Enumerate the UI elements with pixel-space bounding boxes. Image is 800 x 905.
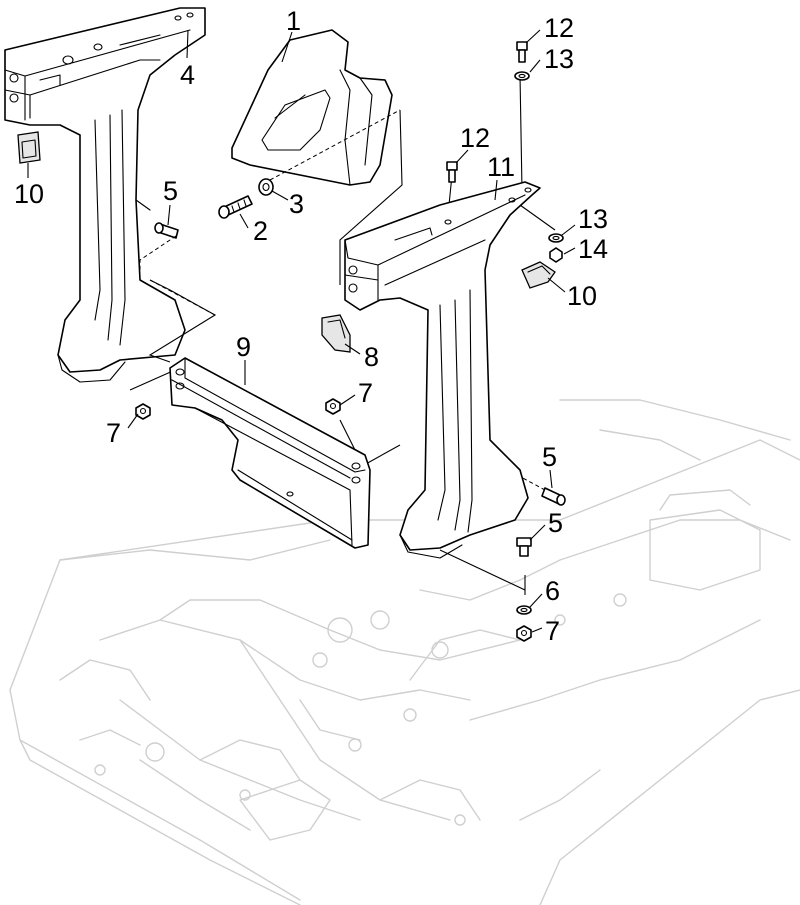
callout-4: 4 <box>180 60 195 90</box>
callout-13-upper: 13 <box>544 44 574 74</box>
part-5-bolt-right-upper <box>541 487 566 506</box>
floor-pan-ghost <box>9 399 800 905</box>
part-13-washer-upper <box>514 71 530 81</box>
callout-7-left: 7 <box>106 418 121 448</box>
callout-2: 2 <box>253 216 268 246</box>
callout-14: 14 <box>578 234 608 264</box>
part-7-nut-right <box>516 625 532 642</box>
callout-1: 1 <box>286 6 301 36</box>
part-10-right-clip <box>521 261 556 289</box>
callout-7-right: 7 <box>545 616 560 646</box>
callout-12-upper: 12 <box>544 13 574 43</box>
part-9-cross-member <box>169 357 371 549</box>
callout-3: 3 <box>289 189 304 219</box>
callout-8: 8 <box>364 342 379 372</box>
part-11-right-stand <box>344 181 541 559</box>
part-13-washer-lower <box>548 233 564 243</box>
callout-12-lower: 12 <box>460 123 490 153</box>
callout-9: 9 <box>236 332 251 362</box>
part-12-bolt-lower <box>446 161 458 183</box>
callout-10-left: 10 <box>14 179 44 209</box>
callout-10-right: 10 <box>567 281 597 311</box>
callout-5-upper-left: 5 <box>163 176 178 206</box>
part-12-bolt-upper <box>516 41 528 63</box>
callout-7-middle: 7 <box>358 378 373 408</box>
callout-labels: 1 4 10 5 2 3 12 13 12 11 13 14 10 8 9 7 … <box>14 6 608 646</box>
connector-lines <box>129 74 556 595</box>
part-3-washer <box>258 178 274 196</box>
part-6-washer <box>516 605 532 615</box>
part-14-nut <box>549 247 563 263</box>
part-2-bolt <box>218 195 253 219</box>
callout-5-right-lower: 5 <box>548 508 563 538</box>
callout-5-right-upper: 5 <box>542 442 557 472</box>
part-10-left-clip <box>17 131 41 178</box>
part-4-left-stand <box>4 7 206 383</box>
part-7-nut-middle <box>325 398 341 415</box>
part-7-nut-left <box>135 403 151 420</box>
part-5-bolt-right-lower <box>516 537 532 557</box>
callout-13-lower: 13 <box>578 204 608 234</box>
part-1-grip-cover <box>231 29 393 186</box>
callout-6: 6 <box>545 576 560 606</box>
callout-11: 11 <box>487 152 515 182</box>
callout-leaders <box>127 29 576 633</box>
part-5-bolt-upper-left <box>154 222 179 239</box>
part-8-clip <box>321 314 351 353</box>
